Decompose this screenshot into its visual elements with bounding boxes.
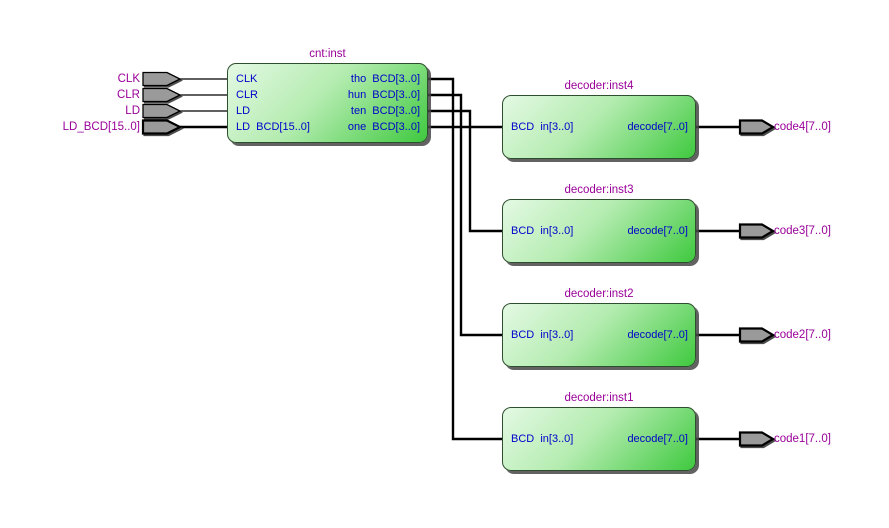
decoder-inst3-port-in: BCD in[3..0] bbox=[511, 225, 574, 237]
cnt-port-ten: ten BCD[3..0] bbox=[350, 105, 420, 117]
input-label-clk: CLK bbox=[117, 73, 140, 85]
output-pin-code1-body[interactable] bbox=[738, 431, 776, 447]
decoder-inst1-port-out: decode[7..0] bbox=[627, 433, 688, 445]
cnt-port-clr: CLR bbox=[236, 89, 259, 101]
output-pin-code2-icon[interactable] bbox=[738, 327, 777, 345]
block-decoder-inst1[interactable] bbox=[502, 407, 696, 471]
block-decoder-inst3[interactable] bbox=[502, 199, 696, 263]
input-pin-clk-body[interactable] bbox=[142, 71, 182, 87]
output-pin-code1-icon[interactable] bbox=[738, 431, 777, 449]
decoder-inst2-port-out: decode[7..0] bbox=[627, 329, 688, 341]
input-pin-clk-icon[interactable] bbox=[142, 71, 183, 88]
block-cnt[interactable] bbox=[227, 63, 428, 143]
cnt-title: cnt:inst bbox=[309, 48, 346, 60]
input-pin-clr-icon[interactable] bbox=[142, 87, 183, 104]
input-label-clr: CLR bbox=[116, 89, 140, 101]
decoder-inst1-port-in: BCD in[3..0] bbox=[511, 433, 574, 445]
cnt-port-ld-bcd: LD BCD[15..0] bbox=[236, 121, 310, 133]
cnt-port-ld: LD bbox=[236, 105, 251, 117]
input-pin-ld-bcd-icon[interactable] bbox=[141, 119, 184, 137]
output-label-code2: code2[7..0] bbox=[774, 329, 831, 341]
block-decoder-inst2[interactable] bbox=[502, 303, 696, 367]
decoder-inst4-title: decoder:inst4 bbox=[564, 80, 634, 92]
cnt-port-clk: CLK bbox=[236, 73, 258, 85]
decoder-inst3-port-out: decode[7..0] bbox=[627, 225, 688, 237]
output-label-code4: code4[7..0] bbox=[774, 121, 831, 133]
decoder-inst4-port-in: BCD in[3..0] bbox=[511, 121, 574, 133]
cnt-port-one: one BCD[3..0] bbox=[347, 121, 420, 133]
wire-ten-to-inst3[interactable] bbox=[428, 109, 502, 233]
input-label-ld-bcd: LD_BCD[15..0] bbox=[62, 121, 140, 133]
wire-hun-to-inst2[interactable] bbox=[428, 93, 502, 337]
input-pin-ld-body[interactable] bbox=[142, 103, 182, 119]
decoder-inst2-port-in: BCD in[3..0] bbox=[511, 329, 574, 341]
output-label-code3: code3[7..0] bbox=[774, 225, 831, 237]
input-label-ld: LD bbox=[125, 105, 140, 117]
decoder-inst2-title: decoder:inst2 bbox=[564, 288, 634, 300]
output-pin-code4-icon[interactable] bbox=[738, 119, 777, 137]
decoder-inst1-title: decoder:inst1 bbox=[564, 392, 634, 404]
output-pin-code4-body[interactable] bbox=[738, 119, 776, 135]
input-pin-ld-bcd-body[interactable] bbox=[141, 119, 183, 135]
decoder-inst3-title: decoder:inst3 bbox=[564, 184, 634, 196]
cnt-port-hun: hun BCD[3..0] bbox=[347, 89, 420, 101]
output-pin-code3-body[interactable] bbox=[738, 223, 776, 239]
cnt-port-tho: tho BCD[3..0] bbox=[350, 73, 420, 85]
output-pin-code2-body[interactable] bbox=[738, 327, 776, 343]
wire-tho-to-inst1[interactable] bbox=[428, 77, 502, 441]
output-pin-code3-icon[interactable] bbox=[738, 223, 777, 241]
output-label-code1: code1[7..0] bbox=[774, 433, 831, 445]
input-pin-ld-icon[interactable] bbox=[142, 103, 183, 120]
block-decoder-inst4[interactable] bbox=[502, 95, 696, 159]
input-pin-clr-body[interactable] bbox=[142, 87, 182, 103]
decoder-inst4-port-out: decode[7..0] bbox=[627, 121, 688, 133]
